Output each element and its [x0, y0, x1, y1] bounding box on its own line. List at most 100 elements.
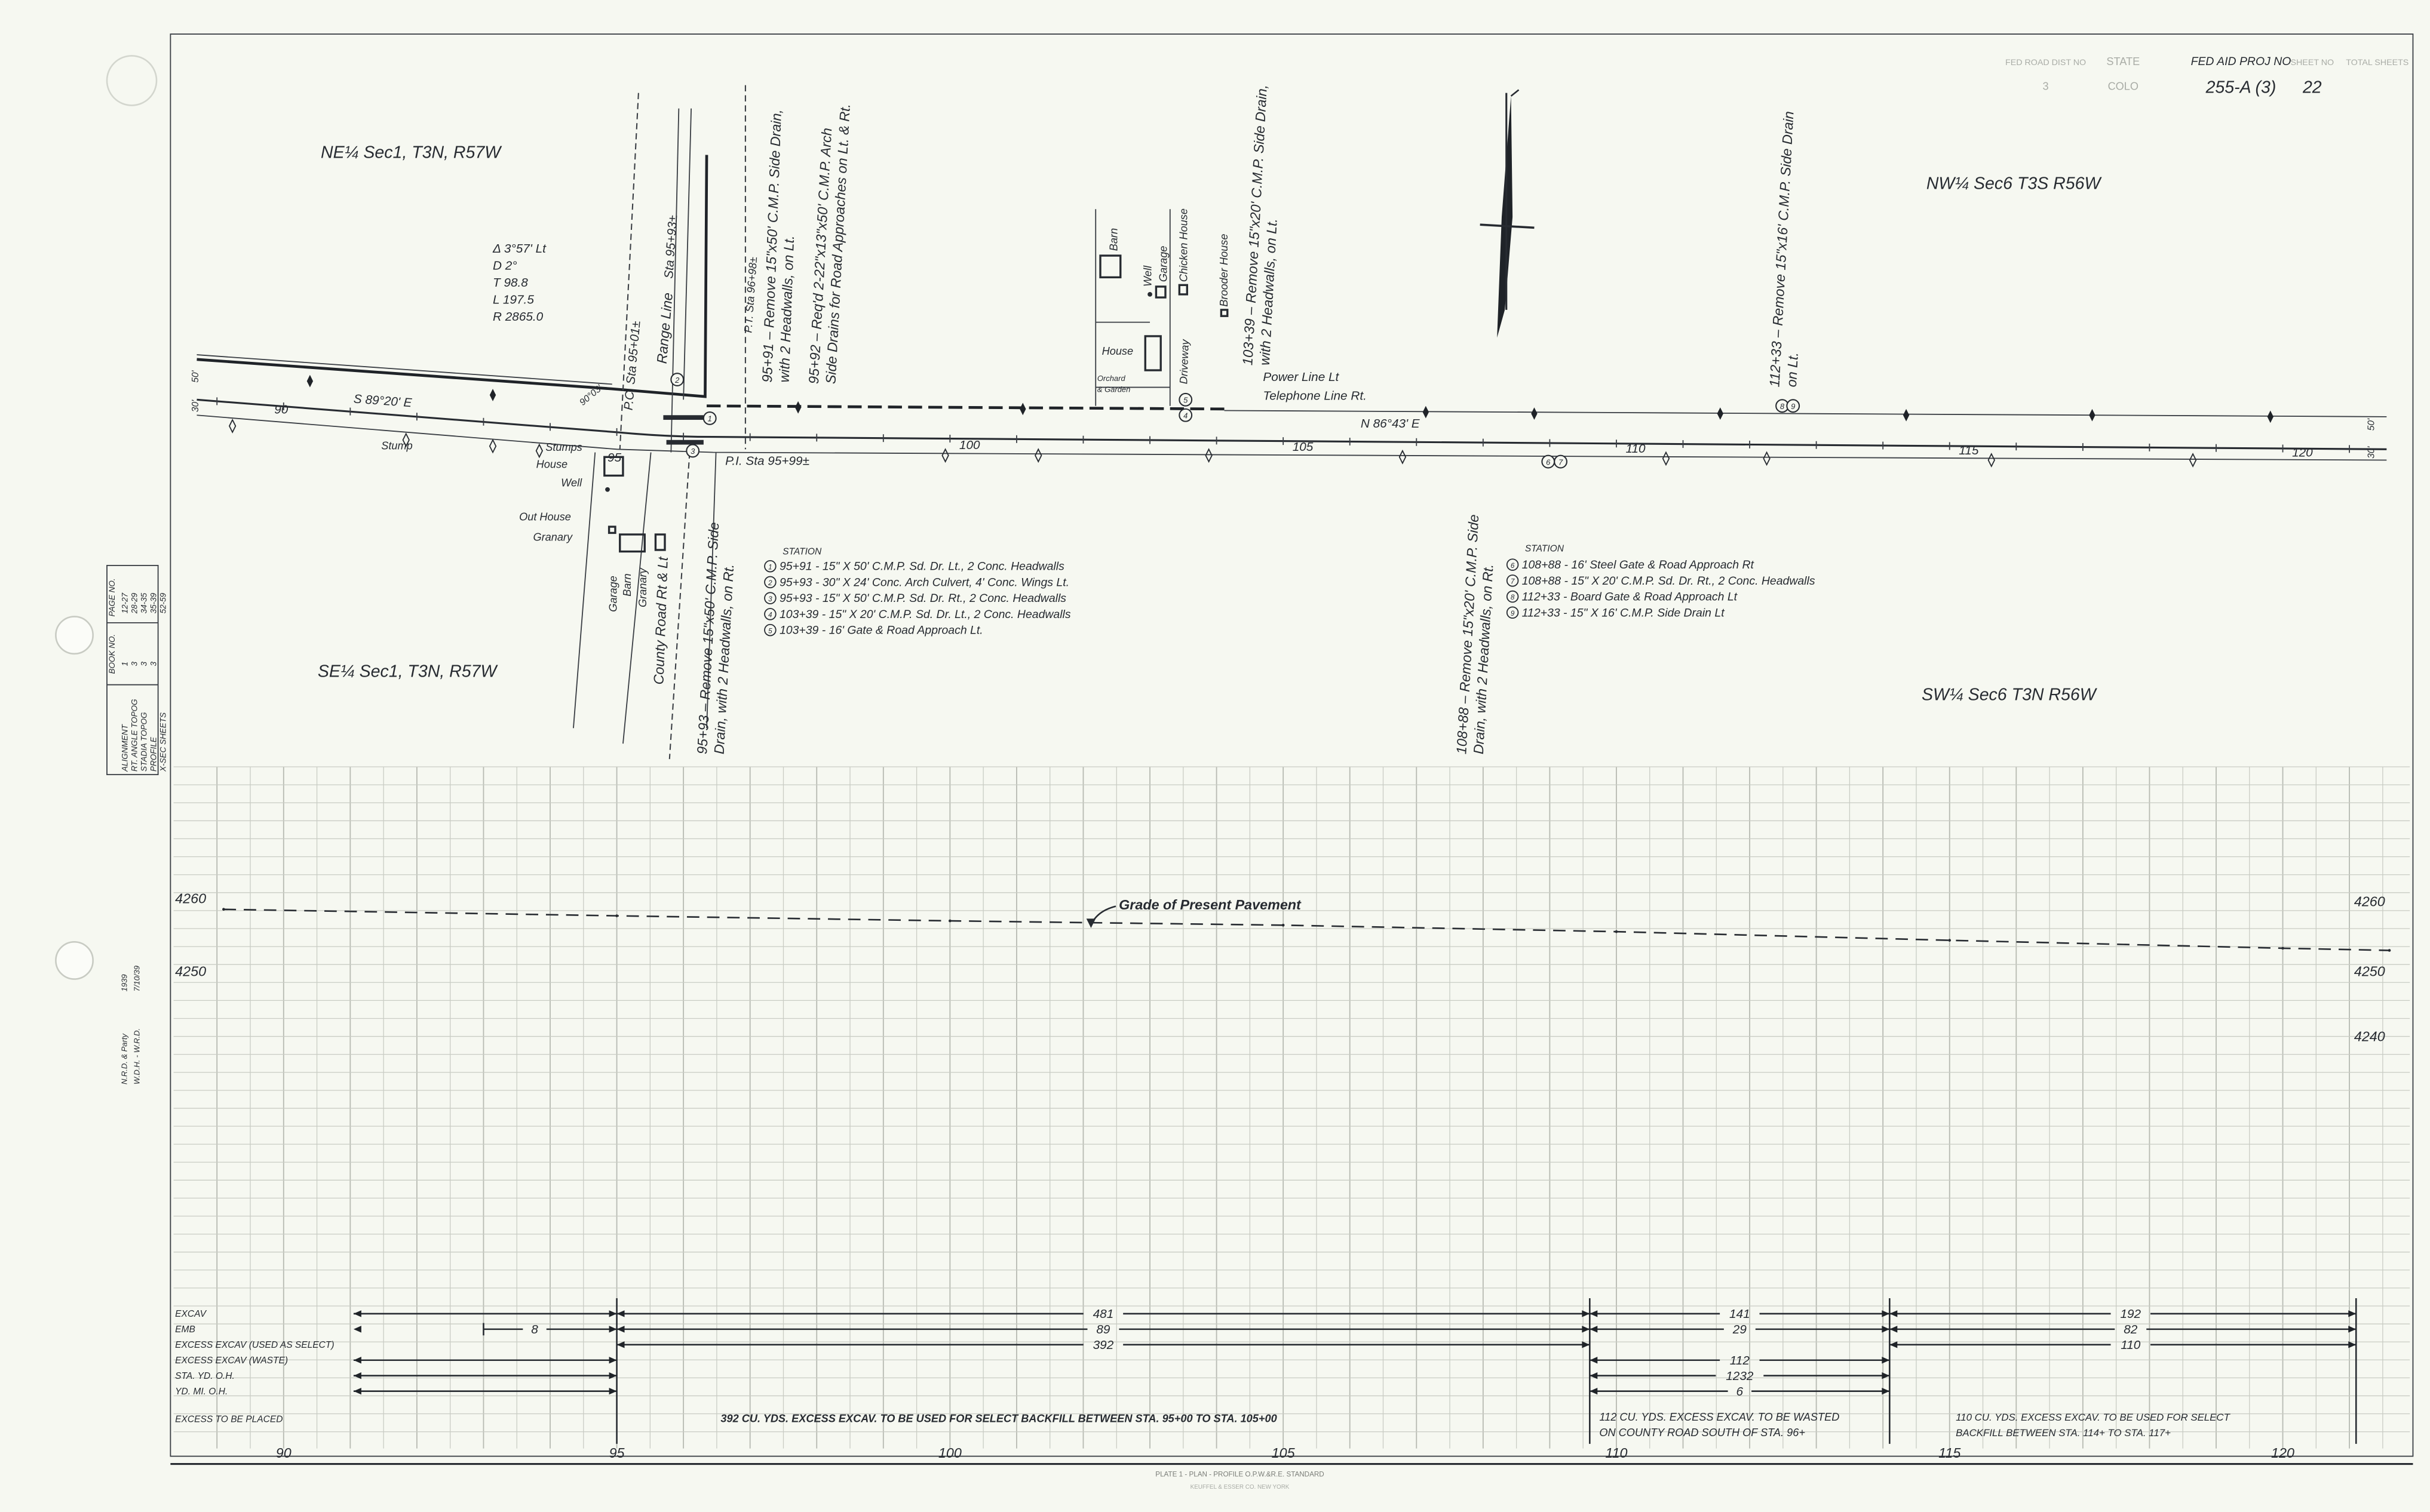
pc-line [619, 93, 639, 450]
arrowhead-left-icon [1590, 1310, 1598, 1317]
legend-marker-number: 7 [1511, 578, 1515, 586]
legend-marker-number: 3 [768, 595, 772, 603]
party-line-1: N.R.D. & Party [120, 1032, 129, 1084]
profile-station-label: 90 [276, 1445, 292, 1461]
arrowhead-right-icon [2348, 1310, 2357, 1317]
marker-number: 4 [1183, 411, 1188, 420]
curve-data: Δ 3°57' Lt D 2° T 98.8 L 197.5 R 2865.0 [492, 242, 547, 324]
field-book-row-label: RT. ANGLE TOPOG [130, 699, 139, 772]
survey-marker-diamond-icon [1205, 448, 1213, 463]
county-road-line-south-2 [706, 452, 717, 729]
arrowhead-left-icon [616, 1326, 625, 1333]
value-dist: 3 [2043, 80, 2049, 92]
earthwork-row-labels: EXCAV EMB EXCESS EXCAV (USED AS SELECT) … [175, 1309, 334, 1424]
note-select-backfill: 392 CU. YDS. EXCESS EXCAV. TO BE USED FO… [720, 1413, 1277, 1425]
legend-marker-number: 4 [768, 611, 772, 619]
section-sw-sec6: SW¼ Sec6 T3N R56W [1922, 686, 2098, 705]
telephone-line-label: Telephone Line Rt. [1263, 389, 1366, 402]
legend-marker-circle-icon [764, 576, 777, 589]
arrowhead-left-icon [1889, 1341, 1898, 1348]
plan-station-label: 105 [1293, 440, 1314, 454]
earthwork-value: 112 [1730, 1354, 1750, 1367]
fence-line-north-right [707, 404, 1225, 411]
header-total-sheets: TOTAL SHEETS [2346, 58, 2408, 67]
leader-arrowhead-icon [1086, 918, 1096, 928]
survey-marker-diamond-icon [1035, 448, 1042, 463]
arrowhead-right-icon [1882, 1372, 1890, 1379]
field-book-row-label: PROFILE [149, 736, 158, 772]
granary-left-label-2: Granary [637, 567, 649, 607]
legend-marker-circle-icon [764, 592, 777, 604]
table-frame [106, 564, 159, 776]
field-book-row-page: 35-39 [149, 592, 158, 613]
profile-elevation-labels: 4260 4250 4260 4250 4240 [175, 890, 2385, 1044]
header-sheet: SHEET NO [2291, 58, 2334, 67]
barn-left-label: Barn [621, 573, 633, 596]
arrowhead-right-icon [2348, 1326, 2357, 1333]
earthwork-value: 392 [1093, 1338, 1114, 1352]
fence-post-diamond-icon [2267, 410, 2273, 423]
section-labels: NE¼ Sec1, T3N, R57W SE¼ Sec1, T3N, R57W … [318, 143, 2103, 705]
bearing-right: N 86°43' E [1361, 417, 1420, 431]
marker-circle-icon [1554, 454, 1567, 469]
legend-item-text: 95+93 - 30" X 24' Conc. Arch Culvert, 4'… [780, 576, 1069, 589]
pi-station-label: P.I. Sta 95+99± [725, 454, 809, 468]
marker-number: 3 [691, 447, 695, 456]
arrowhead-right-icon [609, 1310, 617, 1317]
garage-barn-building [619, 533, 646, 553]
legend-item-text: 108+88 - 16' Steel Gate & Road Approach … [1522, 558, 1755, 571]
culvert-symbol [663, 415, 704, 420]
plan-station-label: 100 [959, 438, 980, 452]
house-right-building [1144, 335, 1162, 371]
profile-station-label: 100 [938, 1445, 962, 1461]
curve-delta: Δ 3°57' Lt [492, 242, 547, 256]
legend-marker-circle-icon [1506, 574, 1519, 587]
range-line [670, 108, 680, 453]
well-left-label: Well [561, 477, 582, 489]
plan-station-label: 120 [2292, 445, 2313, 459]
culvert-symbol [666, 440, 704, 445]
survey-marker-diamond-icon [1398, 449, 1407, 465]
legend-marker-number: 9 [1511, 610, 1515, 617]
elev-left-4260: 4260 [175, 890, 206, 906]
farmstead-boundary [1095, 209, 1171, 406]
grade-label: Grade of Present Pavement [1119, 897, 1302, 912]
survey-marker-diamond-icon [228, 419, 237, 434]
earthwork-value: 1232 [1726, 1369, 1754, 1383]
orchard-label: Orchard [1097, 374, 1126, 383]
row-label-emb: EMB [175, 1324, 195, 1335]
fence-post-diamond-icon [1903, 408, 1910, 422]
building-labels: Stumps Stump House Well Out House Granar… [381, 208, 1367, 685]
house-left-building [603, 456, 624, 477]
marker-number: 8 [1780, 402, 1785, 411]
field-book-row-label: ALIGNMENT [120, 724, 129, 772]
legend-marker-circle-icon [1506, 558, 1519, 571]
stamp-mark [106, 55, 158, 106]
legend-marker-number: 1 [768, 563, 772, 571]
header-fed-road-dist: FED ROAD DIST NO [2005, 58, 2086, 67]
earthwork-value: 141 [1729, 1307, 1750, 1321]
sheet-border [170, 33, 2414, 1457]
elev-left-4250: 4250 [175, 963, 206, 979]
survey-marker-diamond-icon [402, 432, 410, 448]
earthwork-value: 29 [1732, 1323, 1747, 1336]
legend-marker-circle-icon [1506, 606, 1519, 619]
arrowhead-left-icon [1590, 1357, 1598, 1364]
earthwork-value: 82 [2124, 1323, 2138, 1336]
legend-item-text: 95+91 - 15" X 50' C.M.P. Sd. Dr. Lt., 2 … [780, 560, 1064, 573]
survey-year: 1939 [120, 974, 129, 991]
note-select-line1: 110 CU. YDS. EXCESS EXCAV. TO BE USED FO… [1956, 1412, 2230, 1423]
fence-post-diamond-icon [306, 374, 314, 388]
granary-building [654, 533, 666, 551]
arrowhead-right-icon [1882, 1387, 1890, 1395]
arrowhead-left-icon [1590, 1372, 1598, 1379]
legend-marker-circle-icon [1506, 590, 1519, 603]
legend-marker-number: 2 [768, 579, 772, 587]
barn-right-building [1099, 254, 1122, 279]
arrowhead-left-icon [353, 1326, 361, 1333]
arrowhead-left-icon [1889, 1310, 1898, 1317]
field-book-row-page: 28-29 [130, 592, 139, 614]
survey-marker-diamond-icon [535, 443, 544, 459]
